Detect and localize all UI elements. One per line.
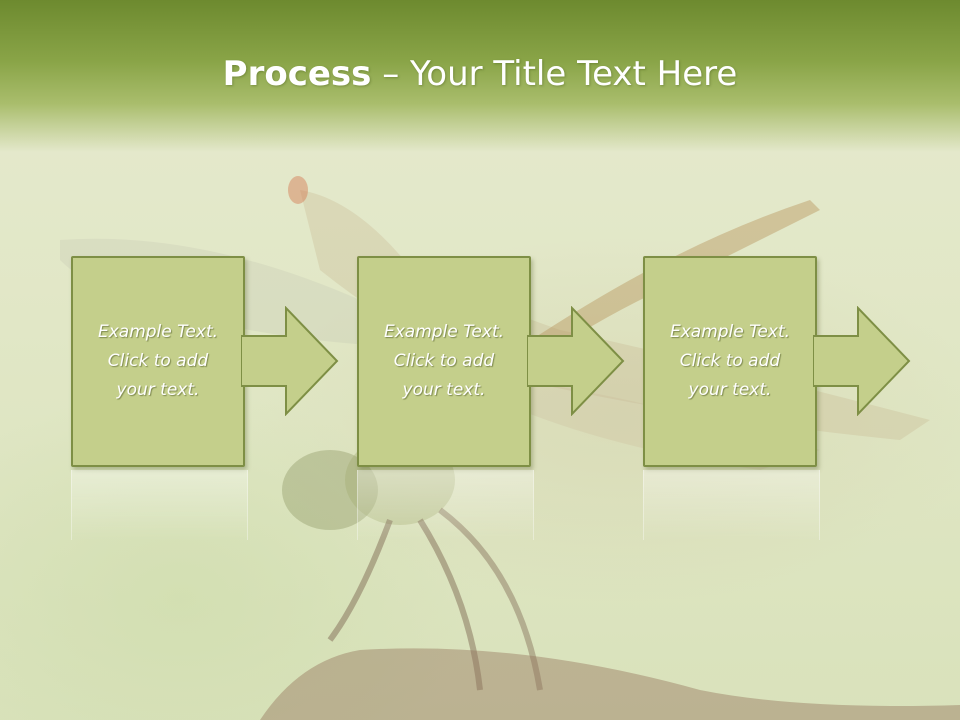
title-band — [0, 0, 960, 152]
step-box[interactable]: Example Text. Click to add your text. — [643, 256, 817, 467]
step-box[interactable]: Example Text. Click to add your text. — [71, 256, 245, 467]
right-arrow-icon — [241, 306, 339, 416]
right-arrow-icon — [813, 306, 911, 416]
slide-title[interactable]: Process – Your Title Text Here — [0, 52, 960, 96]
process-step-3: Example Text. Click to add your text. — [643, 256, 933, 468]
step-reflection — [71, 470, 248, 540]
title-bold-part: Process — [222, 54, 372, 94]
process-step-2: Example Text. Click to add your text. — [357, 256, 647, 468]
step-text[interactable]: Example Text. Click to add your text. — [669, 322, 791, 400]
step-reflection — [357, 470, 534, 540]
step-box[interactable]: Example Text. Click to add your text. — [357, 256, 531, 467]
title-separator: – — [371, 54, 411, 94]
title-rest: Your Title Text Here — [410, 54, 738, 94]
process-step-1: Example Text. Click to add your text. — [71, 256, 361, 468]
step-text[interactable]: Example Text. Click to add your text. — [97, 322, 219, 400]
step-text[interactable]: Example Text. Click to add your text. — [383, 322, 505, 400]
right-arrow-icon — [527, 306, 625, 416]
step-reflection — [643, 470, 820, 540]
